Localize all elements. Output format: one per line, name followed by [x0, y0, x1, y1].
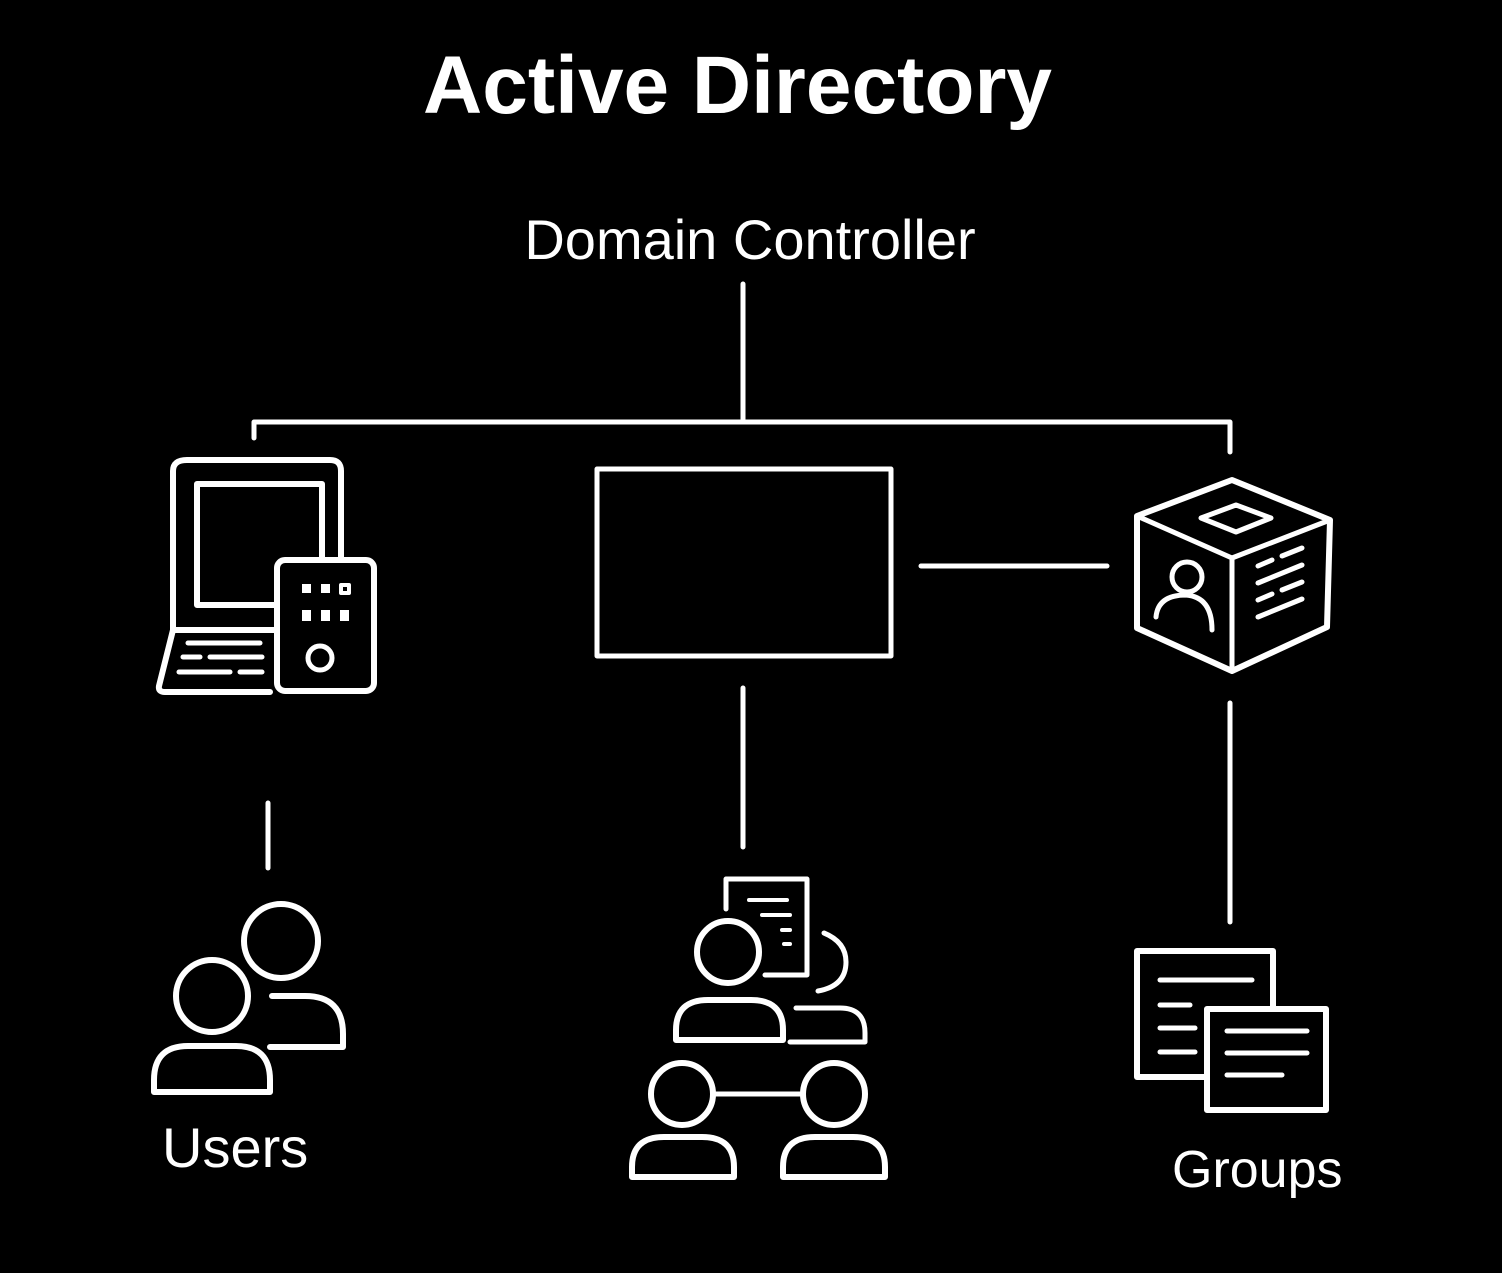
domain-controller-label: Domain Controller — [524, 208, 976, 271]
users-icon — [151, 901, 346, 1095]
center-box — [594, 466, 894, 659]
documents-icon — [1134, 948, 1329, 1113]
diagram-title: Active Directory — [423, 40, 1052, 131]
people-network-icon — [629, 876, 888, 1180]
groups-label: Groups — [1172, 1141, 1343, 1199]
connector-horizontal-bus — [251, 419, 1233, 455]
computer-and-phone-icon — [155, 457, 377, 695]
users-label: Users — [162, 1116, 309, 1179]
connector-lines — [251, 281, 1233, 925]
identity-cube-icon — [1134, 477, 1333, 674]
